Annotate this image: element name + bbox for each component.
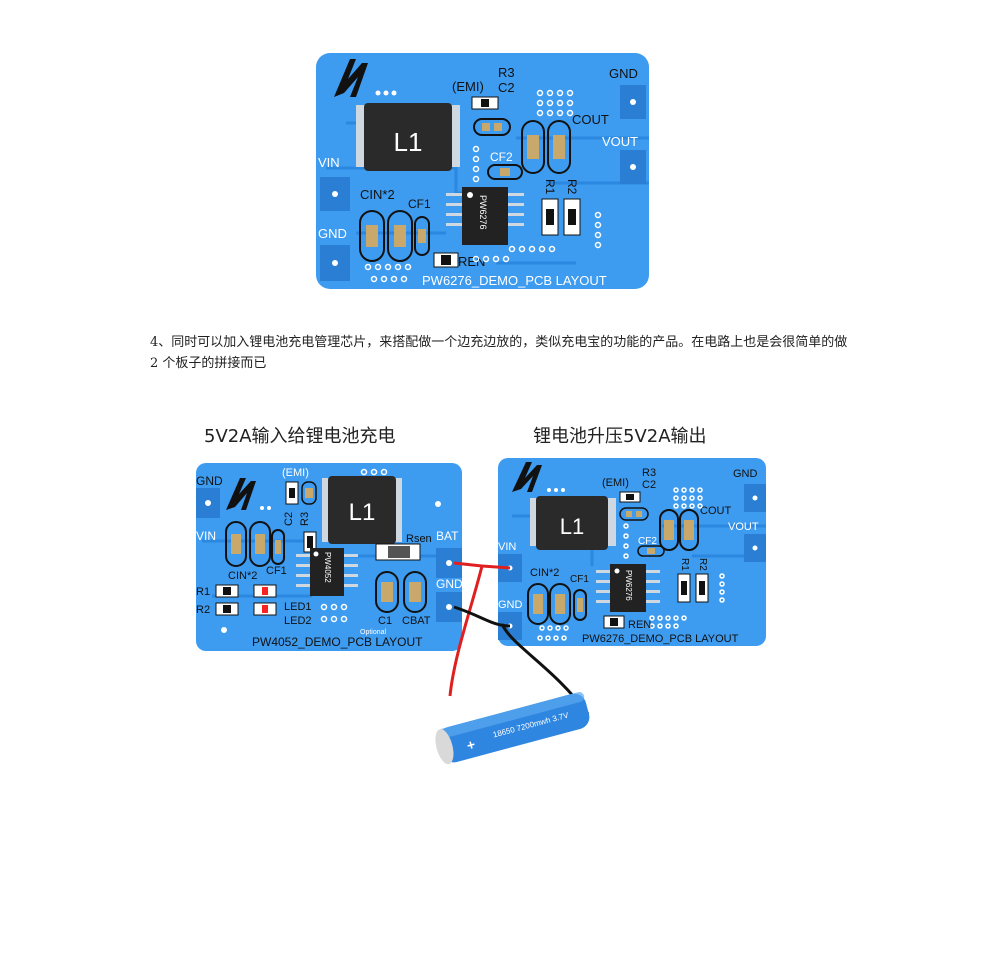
- label-emi: (EMI): [602, 477, 629, 489]
- combined-pcb-assembly: GND (EMI) C2 R3 L1 VIN CIN*2 CF1 PW4052 …: [196, 458, 766, 765]
- label-c2: C2: [498, 80, 515, 95]
- label-cout: COUT: [572, 112, 609, 127]
- capacitor-cin-2: [249, 521, 271, 567]
- label-r3: R3: [498, 65, 515, 80]
- label-gnd-top: GND: [196, 474, 223, 488]
- label-ren: REN: [628, 619, 651, 631]
- capacitor-c2: [473, 118, 511, 136]
- capacitor-cout-2: [679, 509, 699, 551]
- label-r1: R1: [543, 179, 557, 195]
- label-cf2: CF2: [638, 536, 657, 547]
- battery-18650: + 18650 7200mwh 3.7V: [435, 692, 590, 765]
- capacitor-cbat: [403, 571, 427, 613]
- label-led1: LED1: [284, 601, 312, 613]
- wire-red-bat: [448, 561, 511, 697]
- board-footer-label: PW6276_DEMO_PCB LAYOUT: [422, 273, 607, 288]
- label-l1: L1: [394, 127, 423, 157]
- battery-plus-label: +: [465, 736, 477, 754]
- label-cf1: CF1: [266, 565, 287, 577]
- label-r2: R2: [196, 604, 210, 616]
- label-cout: COUT: [700, 505, 731, 517]
- label-cf1: CF1: [408, 197, 431, 211]
- inductor-l1: [364, 103, 452, 171]
- label-gnd-left: GND: [498, 599, 523, 611]
- label-l1: L1: [349, 499, 376, 526]
- label-cin: CIN*2: [228, 570, 257, 582]
- capacitor-cf2: [487, 164, 523, 180]
- label-emi: (EMI): [282, 467, 309, 479]
- capacitor-cf1: [573, 589, 587, 621]
- label-gnd-right: GND: [436, 577, 463, 591]
- boost-board-pw6276: (EMI) R3 C2 GND COUT VOUT L1 VIN CF2 CIN…: [498, 458, 766, 646]
- label-cbat: CBAT: [402, 615, 431, 627]
- label-cf2: CF2: [490, 150, 513, 164]
- label-r2: R2: [565, 179, 579, 195]
- capacitor-c2: [301, 481, 317, 505]
- capacitor-c2: [619, 507, 649, 521]
- label-bat: BAT: [436, 529, 459, 543]
- label-emi: (EMI): [452, 79, 484, 94]
- label-gnd-top: GND: [733, 468, 758, 480]
- label-cin: CIN*2: [360, 187, 395, 202]
- inductor-l1: [536, 496, 608, 550]
- label-c1: C1: [378, 615, 392, 627]
- caption-charger: 5V2A输入给锂电池充电: [204, 426, 396, 447]
- label-cin: CIN*2: [530, 567, 559, 579]
- label-vin: VIN: [498, 541, 516, 553]
- logo-icon: [226, 478, 256, 510]
- capacitor-cin-2: [549, 583, 571, 625]
- capacitor-cf1: [414, 216, 430, 256]
- capacitor-cin-2: [387, 210, 413, 262]
- chip-label: PW4052: [323, 552, 332, 583]
- board-footer-label: PW6276_DEMO_PCB LAYOUT: [582, 633, 739, 645]
- capacitor-cout-1: [659, 509, 679, 551]
- label-ren: REN: [458, 254, 485, 269]
- label-r3: R3: [299, 512, 311, 526]
- label-vout: VOUT: [728, 521, 759, 533]
- label-c2: C2: [283, 512, 295, 526]
- charger-board-pw4052: GND (EMI) C2 R3 L1 VIN CIN*2 CF1 PW4052 …: [196, 463, 463, 651]
- label-vin: VIN: [196, 529, 216, 543]
- label-c2: C2: [642, 479, 656, 491]
- label-l1: L1: [560, 514, 584, 539]
- label-gnd-left: GND: [318, 226, 347, 241]
- label-vin: VIN: [318, 155, 340, 170]
- capacitor-c1: [375, 571, 399, 613]
- label-gnd-top: GND: [609, 66, 638, 81]
- capacitor-cout-1: [521, 120, 545, 174]
- capacitor-cin-1: [359, 210, 385, 262]
- label-r1: R1: [679, 558, 690, 571]
- logo-icon: [512, 462, 542, 492]
- capacitor-cin-1: [225, 521, 247, 567]
- label-r2: R2: [697, 558, 708, 571]
- caption-boost: 锂电池升压5V2A输出: [533, 426, 707, 447]
- label-led2: LED2: [284, 615, 312, 627]
- label-vout: VOUT: [602, 134, 638, 149]
- label-r1: R1: [196, 586, 210, 598]
- logo-icon: [334, 59, 368, 97]
- body-paragraph: 4、同时可以加入锂电池充电管理芯片，来搭配做一个边充边放的，类似充电宝的功能的产…: [150, 335, 848, 371]
- inductor-l1: [328, 476, 396, 544]
- capacitor-cin-1: [527, 583, 549, 625]
- pw6276-pcb-top: L1 (EMI) R3 C2 GND COUT VOUT VIN CF2 R1 …: [316, 53, 649, 289]
- capacitor-cout-2: [547, 120, 571, 174]
- label-rsen: Rsen: [406, 533, 432, 545]
- label-r3: R3: [642, 467, 656, 479]
- chip-label: PW6276: [478, 195, 488, 230]
- chip-label: PW6276: [624, 570, 633, 601]
- label-cf1: CF1: [570, 574, 589, 585]
- capacitor-cf1: [271, 529, 285, 565]
- board-footer-label: PW4052_DEMO_PCB LAYOUT: [252, 635, 423, 649]
- capacitor-cf2: [637, 545, 665, 557]
- label-optional: Optional: [360, 629, 387, 636]
